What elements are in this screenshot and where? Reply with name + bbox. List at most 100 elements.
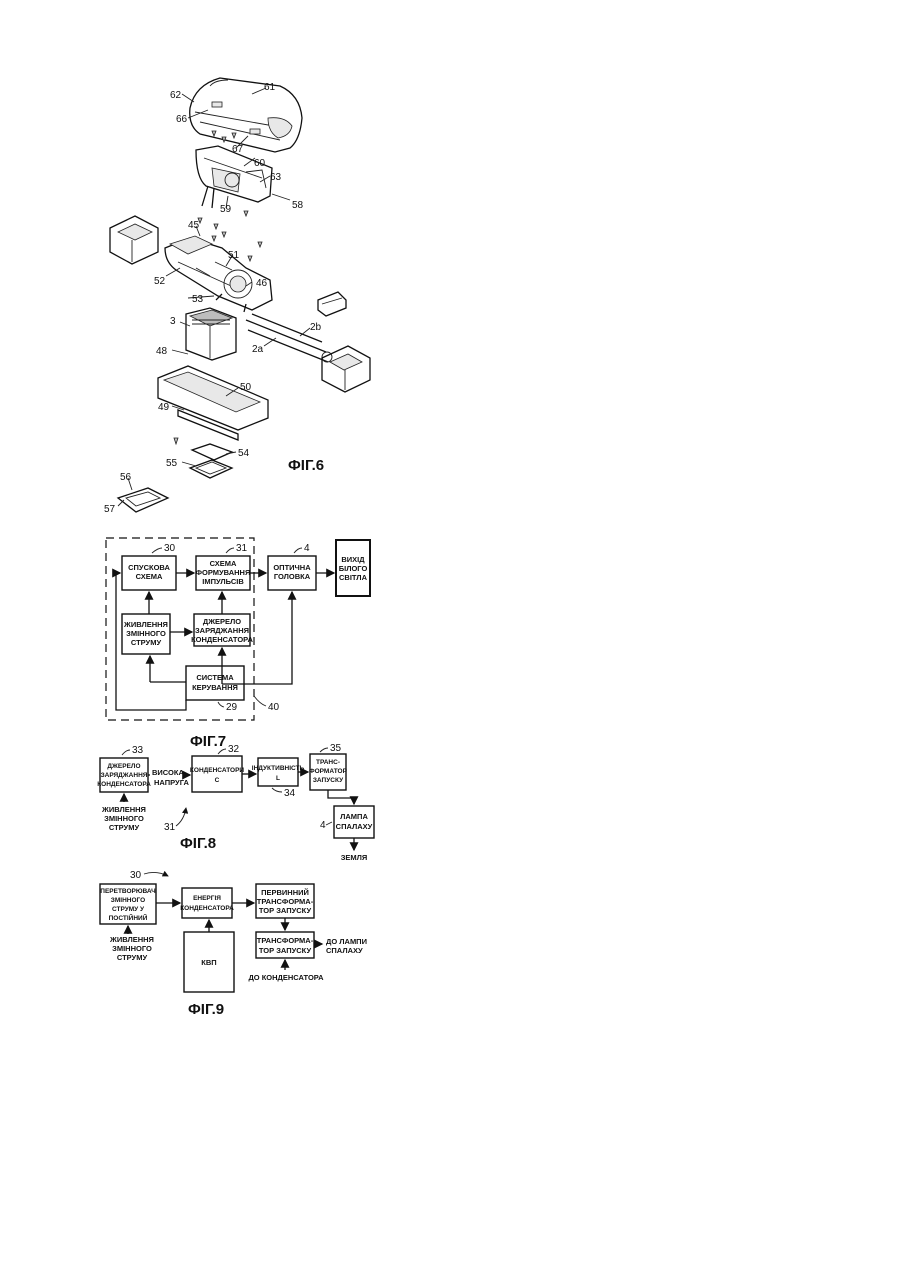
part-label-59: 59: [220, 204, 232, 215]
right-bracket: [318, 292, 346, 316]
part-label-60: 60: [254, 158, 266, 169]
part-label-48: 48: [156, 346, 168, 357]
optical-head-number: 4: [304, 543, 310, 554]
fig8-trigger-transformer-number: 35: [330, 743, 342, 754]
fig6-title: ФІГ.6: [288, 457, 324, 474]
ac-power-line3: СТРУМУ: [131, 638, 162, 647]
fig8-charger-line1: ДЖЕРЕЛО: [107, 763, 140, 770]
fig7-title: ФІГ.7: [190, 733, 226, 750]
control-system-line1: СИСТЕМА: [196, 673, 234, 682]
part-label-55: 55: [166, 458, 178, 469]
part-label-50: 50: [240, 382, 252, 393]
part-label-51: 51: [228, 250, 240, 261]
part-label-53: 53: [192, 294, 204, 305]
to-lamp-line2: СПАЛАХУ: [326, 946, 363, 955]
tray: [158, 366, 268, 440]
pulse-forming-line1: СХЕМА: [210, 559, 237, 568]
high-voltage-line2: НАПРУГА: [154, 778, 189, 787]
flash-lamp-line2: СПАЛАХУ: [336, 822, 373, 831]
part-label-2a: 2a: [252, 344, 264, 355]
part-label-3: 3: [170, 316, 176, 327]
fig9-block-diagram: 30 ПЕРЕТВОРЮВАЧ ЗМІННОГО СТРУМУ У ПОСТІЙ…: [100, 870, 367, 1018]
fig8-ac-power-line1: ЖИВЛЕННЯ: [101, 805, 146, 814]
inductance-line2: L: [276, 775, 280, 782]
part-label-56: 56: [120, 472, 132, 483]
converter-line1: ПЕРЕТВОРЮВАЧ: [100, 888, 156, 895]
capacitors-number: 32: [228, 744, 240, 755]
fig6-exploded-view: 61 62 66 67 60 63 59 58 45 51 52 46 53 3…: [104, 78, 370, 515]
part-label-66: 66: [176, 114, 188, 125]
trigger-circuit-number: 30: [164, 543, 176, 554]
cap-energy-line2: КОНДЕНСАТОРА: [180, 905, 234, 912]
fig9-title: ФІГ.9: [188, 1001, 224, 1018]
left-end-block: [110, 216, 158, 264]
part-label-45: 45: [188, 220, 200, 231]
part-label-57: 57: [104, 504, 116, 515]
primary-transformer-line3: ТОР ЗАПУСКУ: [259, 906, 312, 915]
white-light-output-line1: ВИХІД: [341, 555, 365, 564]
fig9-ac-power-line2: ЗМІННОГО: [112, 944, 152, 953]
converter-line2: ЗМІННОГО: [111, 897, 145, 904]
part-label-63: 63: [270, 172, 282, 183]
trigger-circuit-line1: СПУСКОВА: [128, 563, 170, 572]
part-label-46: 46: [256, 278, 268, 289]
part-label-49: 49: [158, 402, 170, 413]
fig9-ac-power-line1: ЖИВЛЕННЯ: [109, 935, 154, 944]
part-label-58: 58: [292, 200, 304, 211]
fig8-charger-number: 33: [132, 745, 144, 756]
flash-lamp-line1: ЛАМПА: [340, 812, 368, 821]
ac-power-line1: ЖИВЛЕННЯ: [123, 620, 168, 629]
control-system-number: 29: [226, 702, 238, 713]
optical-head-line2: ГОЛОВКА: [274, 572, 311, 581]
inductance-line1: ІНДУКТИВНІСТЬ: [252, 765, 305, 772]
white-light-output-line3: СВІТЛА: [339, 573, 368, 582]
cap-energy-line1: ЕНЕРГІЯ: [193, 895, 221, 902]
fig9-ac-power-line3: СТРУМУ: [117, 953, 148, 962]
top-cover: [190, 78, 302, 152]
optical-head-line1: ОПТИЧНА: [273, 563, 311, 572]
fig8-charger-line2: ЗАРЯДЖАННЯ: [101, 772, 148, 779]
pulse-forming-number: 31: [236, 543, 248, 554]
part-label-67: 67: [232, 144, 244, 155]
capacitor-charger-line1: ДЖЕРЕЛО: [203, 617, 241, 626]
fig7-block-diagram: СПУСКОВА СХЕМА 30 СХЕМА ФОРМУВАННЯ ІМПУЛ…: [106, 538, 370, 750]
primary-transformer-line1: ПЕРВИННИЙ: [261, 888, 309, 897]
fig8-trigger-transformer-line2: ФОРМАТОР: [309, 768, 348, 775]
gasket-frame: [118, 488, 168, 512]
flash-lamp-number: 4: [320, 820, 326, 831]
high-voltage-line1: ВИСОКА: [152, 768, 184, 777]
capacitors-line1: КОНДЕНСАТОРИ: [190, 767, 244, 774]
pulse-forming-line3: ІМПУЛЬСІВ: [202, 577, 244, 586]
converter-line4: ПОСТІЙНИЙ: [109, 913, 148, 922]
fig8-trigger-transformer-line3: ЗАПУСКУ: [313, 777, 344, 784]
fig8-ac-power-line2: ЗМІННОГО: [104, 814, 144, 823]
fig8-trigger-transformer-line1: ТРАНС-: [316, 759, 340, 766]
part-label-61: 61: [264, 82, 276, 93]
capacitors-line2: C: [215, 777, 220, 784]
kvp-label: КВП: [201, 958, 216, 967]
part-label-62: 62: [170, 90, 182, 101]
fig9-assembly-number: 30: [130, 870, 142, 881]
part-label-2b: 2b: [310, 322, 322, 333]
capacitor-charger-line3: КОНДЕНСАТОРА: [191, 635, 253, 644]
to-capacitor-label: ДО КОНДЕНСАТОРА: [248, 973, 324, 982]
trigger-circuit-line2: СХЕМА: [136, 572, 163, 581]
ground-label: ЗЕМЛЯ: [341, 853, 368, 862]
fig8-block-diagram: ДЖЕРЕЛО ЗАРЯДЖАННЯ КОНДЕНСАТОРА 33 ВИСОК…: [97, 743, 374, 862]
to-lamp-line1: ДО ЛАМПИ: [326, 937, 367, 946]
secondary-transformer-line1: ТРАНСФОРМА-: [257, 936, 314, 945]
capacitor-charger-line2: ЗАРЯДЖАННЯ: [195, 626, 249, 635]
part-label-52: 52: [154, 276, 166, 287]
fig8-charger-line3: КОНДЕНСАТОРА: [97, 781, 151, 788]
window-plates: [174, 438, 232, 478]
secondary-transformer-line2: ТОР ЗАПУСКУ: [259, 946, 312, 955]
fig8-ac-power-line3: СТРУМУ: [109, 823, 140, 832]
converter-line3: СТРУМУ У: [112, 906, 145, 913]
fig8-title: ФІГ.8: [180, 835, 216, 852]
enclosure-number: 40: [268, 702, 280, 713]
part-label-54: 54: [238, 448, 250, 459]
capacitors-box: [192, 756, 242, 792]
lamp-housing: [186, 308, 236, 360]
